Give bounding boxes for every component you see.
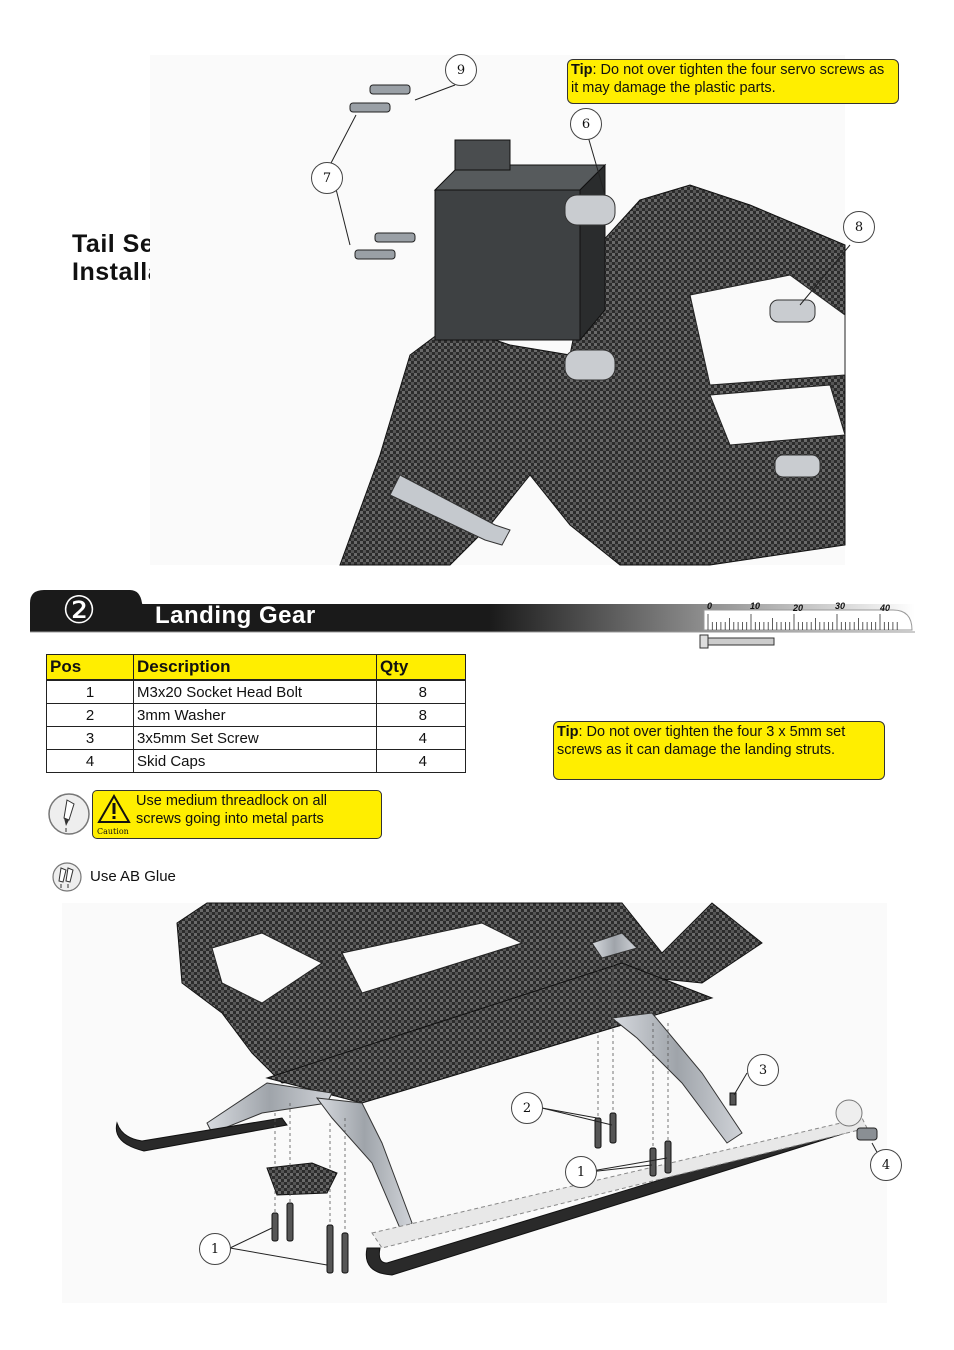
ab-glue-icon — [52, 862, 82, 892]
threadlock-icon — [48, 793, 90, 835]
caution-badge: Caution — [97, 827, 129, 836]
table-row: 3 3x5mm Set Screw 4 — [46, 726, 466, 750]
row-pos: 3 — [46, 726, 134, 750]
row-qty: 4 — [376, 726, 466, 750]
callout-1-left: 1 — [199, 1233, 231, 1265]
warning-triangle-icon — [97, 793, 131, 823]
callout-2: 2 — [511, 1092, 543, 1124]
table-row: 2 3mm Washer 8 — [46, 703, 466, 727]
landing-tip-label: Tip — [557, 724, 579, 740]
landing-tip-box: Tip: Do not over tighten the four 3 x 5m… — [553, 721, 885, 780]
row-pos: 1 — [46, 679, 134, 704]
screw-length-ruler — [699, 609, 913, 649]
callout-9: 9 — [445, 54, 477, 86]
callout-8: 8 — [843, 211, 875, 243]
row-qty: 8 — [376, 679, 466, 704]
header-description: Description — [133, 654, 377, 681]
step-number: ② — [62, 588, 97, 632]
ruler-tick-label-30: 30 — [835, 601, 846, 611]
caution-text: Use medium threadlock on all screws goin… — [136, 793, 328, 827]
ruler-tick-label-20: 20 — [793, 603, 804, 613]
servo-illustration — [150, 55, 851, 566]
row-pos: 4 — [46, 749, 134, 773]
header-pos: Pos — [46, 654, 134, 681]
servo-tip-box: Tip: Do not over tighten the four servo … — [567, 59, 899, 104]
callout-1-right: 1 — [565, 1156, 597, 1188]
row-qty: 4 — [376, 749, 466, 773]
row-qty: 8 — [376, 703, 466, 727]
ruler-tick-label-0: 0 — [707, 601, 713, 611]
header-qty: Qty — [376, 654, 466, 681]
ab-glue-note: Use AB Glue — [90, 868, 176, 885]
caution-box: Caution Use medium threadlock on all scr… — [92, 790, 382, 839]
row-description: 3x5mm Set Screw — [133, 726, 377, 750]
table-row: 1 M3x20 Socket Head Bolt 8 — [46, 679, 466, 704]
table-row: 4 Skid Caps 4 — [46, 749, 466, 773]
row-description: 3mm Washer — [133, 703, 377, 727]
parts-table-header: Pos Description Qty — [46, 654, 466, 681]
ruler-tick-label-40: 40 — [880, 603, 891, 613]
landing-gear-title: Landing Gear — [155, 602, 316, 629]
callout-3: 3 — [747, 1054, 779, 1086]
ruler-tick-label-10: 10 — [750, 601, 761, 611]
servo-tip-label: Tip — [571, 62, 593, 78]
callout-4: 4 — [870, 1149, 902, 1181]
landing-tip-text: : Do not over tighten the four 3 x 5mm s… — [557, 724, 846, 758]
landing-gear-illustration — [62, 902, 887, 1303]
callout-7: 7 — [311, 162, 343, 194]
row-pos: 2 — [46, 703, 134, 727]
callout-6: 6 — [570, 108, 602, 140]
parts-table: Pos Description Qty 1 M3x20 Socket Head … — [46, 654, 466, 773]
row-description: M3x20 Socket Head Bolt — [133, 679, 377, 704]
servo-tip-text: : Do not over tighten the four servo scr… — [571, 62, 885, 96]
row-description: Skid Caps — [133, 749, 377, 773]
